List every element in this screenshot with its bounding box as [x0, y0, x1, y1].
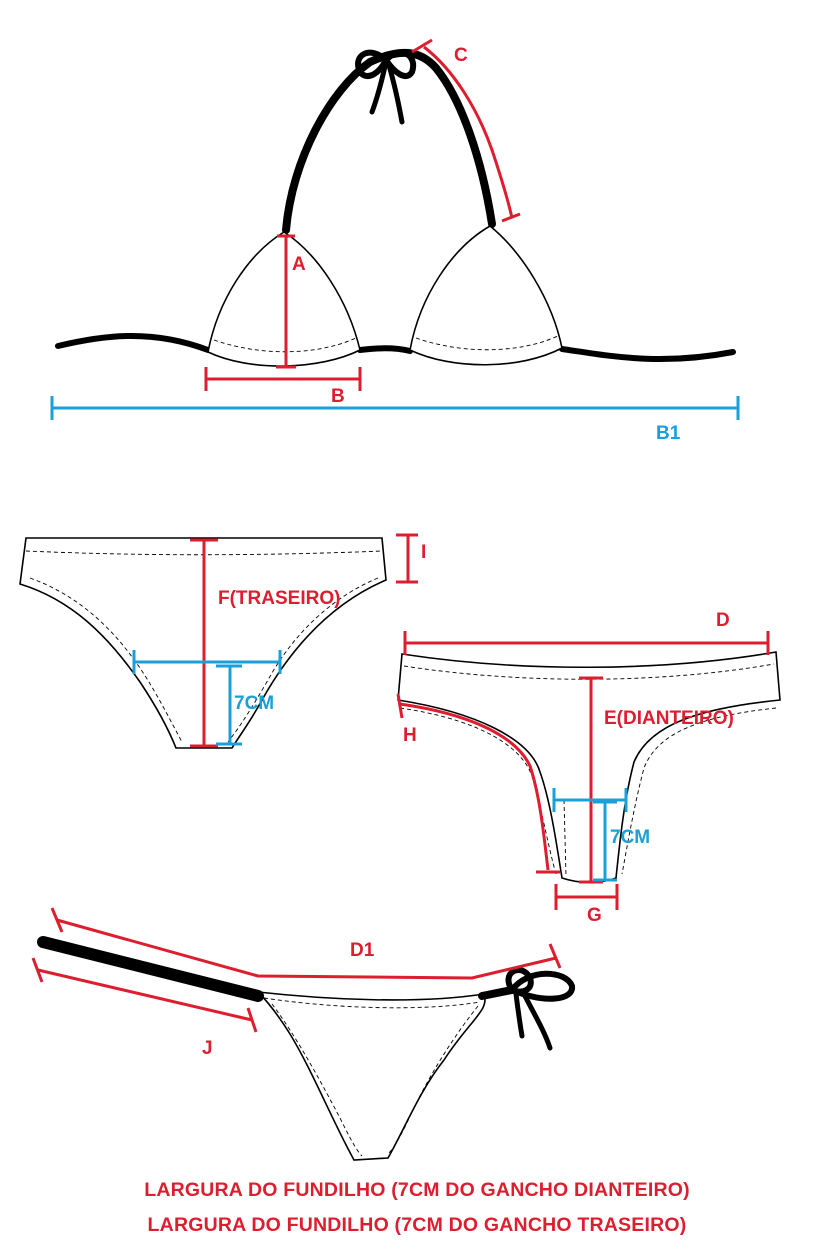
label-b1: B1: [656, 423, 681, 444]
front-crotch-width-line: [552, 788, 628, 812]
measure-d1-line: [50, 907, 562, 980]
side-tie-strap: [37, 936, 264, 1002]
label-i: I: [421, 542, 426, 563]
label-back-7cm: 7CM: [234, 693, 274, 714]
underband-left: [55, 332, 211, 353]
back-measure-lines: [132, 533, 418, 748]
label-d1: D1: [350, 940, 375, 961]
label-f: F(TRASEIRO): [218, 588, 340, 609]
label-g: G: [587, 905, 602, 926]
bikini-bottom-front: [397, 651, 781, 884]
side-bow-icon: [478, 967, 575, 1051]
measure-a-line: [276, 234, 296, 369]
label-e: E(DIANTEIRO): [604, 708, 734, 729]
measure-d-line: [403, 631, 770, 655]
front-7cm-line: [593, 800, 617, 882]
back-crotch-width-line: [132, 650, 282, 674]
top-measure-lines: [50, 38, 740, 420]
label-h: H: [403, 725, 417, 746]
measure-b1-line: [50, 396, 740, 420]
label-j: J: [202, 1038, 213, 1059]
neck-bow-icon: [355, 49, 417, 125]
measure-i-line: [396, 533, 418, 584]
right-cup: [409, 225, 563, 366]
label-c: C: [454, 45, 468, 66]
left-cup: [207, 231, 361, 367]
bikini-top: [55, 48, 736, 367]
note-front-crotch: LARGURA DO FUNDILHO (7CM DO GANCHO DIANT…: [144, 1179, 690, 1201]
label-a: A: [292, 254, 306, 275]
measure-c-line: [411, 38, 521, 223]
side-measure-lines: [31, 907, 562, 1033]
measure-e-line: [579, 676, 603, 884]
back-7cm-line: [216, 664, 242, 746]
underband-right: [559, 346, 736, 363]
measure-f-line: [190, 538, 218, 748]
bikini-bottom-side: [37, 936, 575, 1161]
front-measure-lines: [396, 631, 770, 910]
underband-middle: [357, 345, 413, 354]
measure-h-line: [396, 693, 560, 874]
note-back-crotch: LARGURA DO FUNDILHO (7CM DO GANCHO TRASE…: [147, 1214, 687, 1236]
label-front-7cm: 7CM: [610, 827, 650, 848]
measure-g-line: [554, 884, 619, 910]
measure-j-line: [31, 957, 258, 1033]
measure-b-line: [204, 367, 362, 391]
label-b: B: [331, 386, 345, 407]
halter-neck-strap: [282, 48, 496, 234]
label-d: D: [716, 610, 730, 631]
